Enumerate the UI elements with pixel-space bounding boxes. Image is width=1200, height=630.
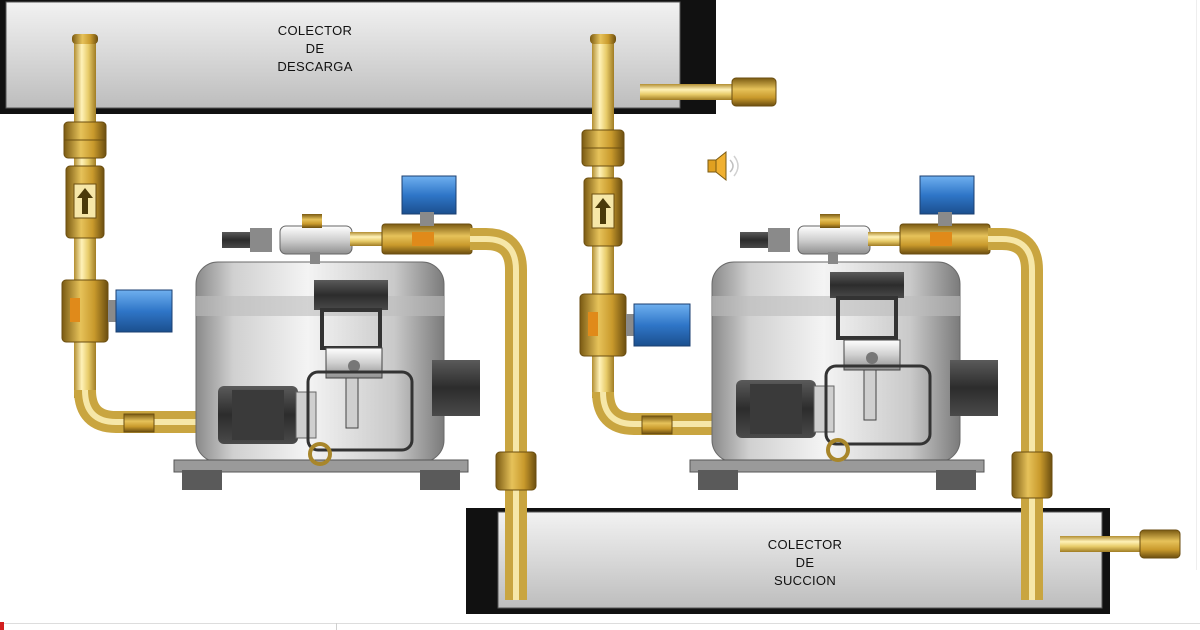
compressor-unit-left — [61, 34, 537, 600]
speaker-icon[interactable] — [707, 150, 739, 182]
solenoid-valve-icon — [108, 289, 173, 333]
piston-assembly-right — [824, 272, 932, 462]
compressor-unit-right — [579, 34, 1053, 600]
discharge-label-line1: COLECTOR — [277, 23, 353, 38]
arrow-up-icon — [77, 188, 93, 214]
suction-outlet-fitting — [1139, 529, 1181, 559]
flare-nut-left — [63, 121, 107, 159]
motor-right — [736, 380, 835, 438]
suction-outlet-pipe — [1060, 536, 1146, 552]
suction-label-line2: DE — [795, 555, 815, 570]
tee-fitting-right — [579, 293, 627, 357]
discharge-manifold-label: COLECTOR DE DESCARGA — [230, 22, 400, 76]
discharge-label-line3: DESCARGA — [277, 59, 353, 74]
suction-manifold — [466, 508, 1110, 614]
compressor-base-right — [689, 459, 985, 490]
solenoid-valve-icon — [626, 303, 691, 347]
service-valve-left — [222, 214, 353, 264]
check-valve-left — [65, 165, 105, 239]
tee-fitting-left — [61, 279, 109, 343]
arrow-up-icon — [595, 198, 611, 224]
piston-assembly-left — [306, 280, 414, 466]
check-valve-right — [583, 177, 623, 247]
flare-nut-right — [581, 129, 625, 167]
bottom-divider-tick — [336, 623, 337, 630]
suction-label-line3: SUCCION — [773, 573, 837, 588]
compressor-base-left — [173, 459, 469, 490]
suction-solenoid-right — [899, 175, 991, 255]
motor-left — [218, 386, 317, 444]
bottom-divider — [0, 623, 1200, 624]
discharge-outlet-fitting — [731, 77, 777, 107]
service-valve-right — [740, 214, 871, 264]
suction-manifold-label: COLECTOR DE SUCCION — [720, 536, 890, 590]
bottom-left-marker — [0, 622, 4, 630]
discharge-label-line2: DE — [305, 41, 325, 56]
suction-label-line1: COLECTOR — [767, 537, 843, 552]
suction-solenoid-left — [381, 175, 473, 255]
page-edge-right — [1196, 0, 1197, 570]
